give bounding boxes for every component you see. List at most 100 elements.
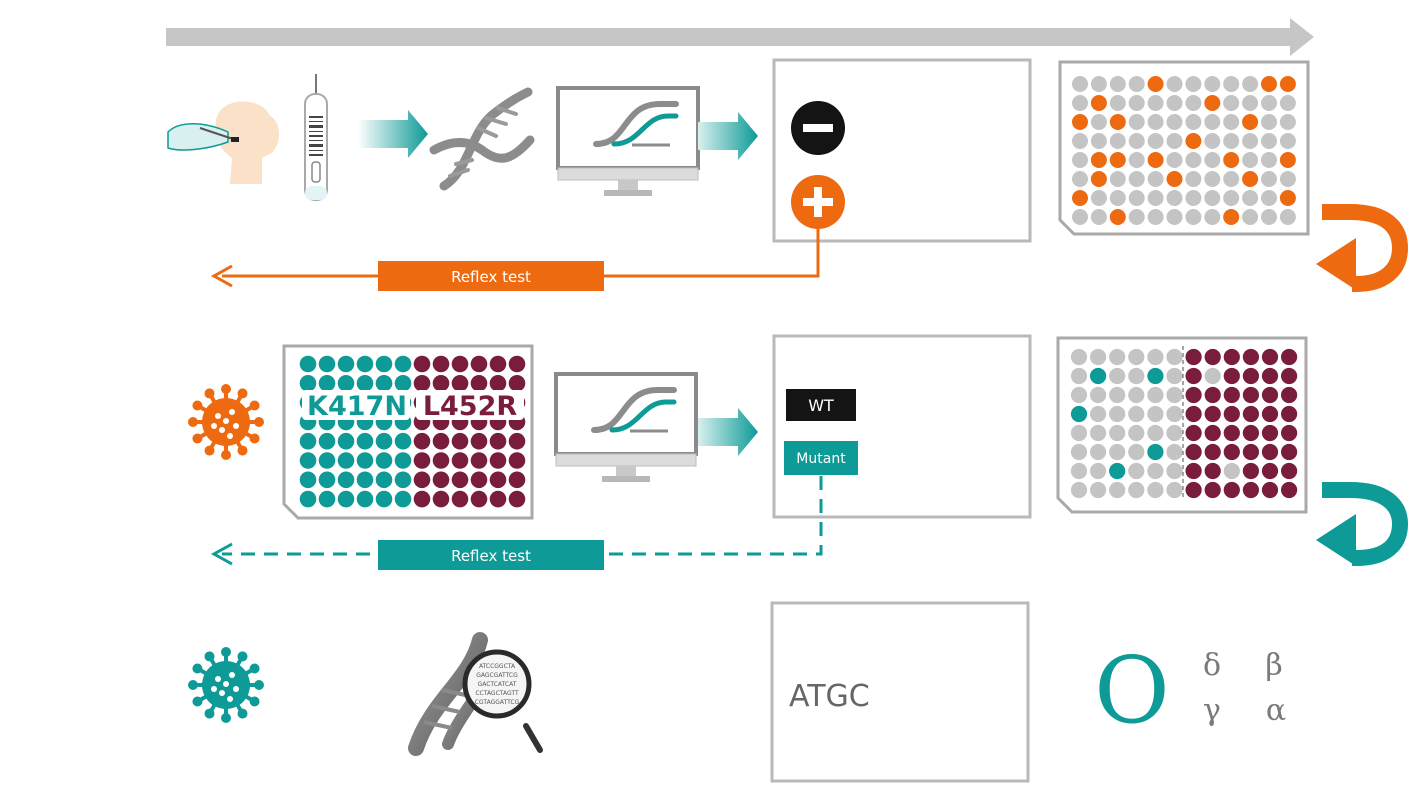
well — [1261, 190, 1277, 206]
well — [413, 375, 431, 392]
well — [1109, 171, 1126, 187]
well — [1279, 171, 1296, 187]
well — [1279, 133, 1296, 149]
wt-label: WT — [808, 396, 834, 415]
well — [1128, 424, 1145, 442]
well — [1166, 171, 1183, 187]
mutant-label: Mutant — [796, 451, 846, 467]
well — [1242, 348, 1259, 366]
well — [1281, 386, 1298, 404]
well — [508, 375, 526, 392]
well — [1261, 209, 1277, 225]
well — [1204, 190, 1221, 206]
well — [1128, 462, 1145, 480]
well-plate-icon — [1058, 60, 1310, 236]
well — [1090, 171, 1107, 187]
well — [1109, 405, 1126, 423]
seq-line: GACTCATCAT — [478, 681, 517, 688]
well — [1242, 481, 1259, 499]
well — [1204, 95, 1221, 111]
virus-spike-tip — [204, 651, 215, 662]
well — [375, 452, 393, 469]
well — [1128, 405, 1145, 423]
well — [1147, 133, 1164, 149]
well — [1223, 76, 1240, 92]
well — [1242, 405, 1259, 423]
reflex-test-label: Reflex test — [451, 268, 531, 286]
well — [1185, 114, 1202, 130]
seq-line: CCTAGCTAGTT — [475, 690, 519, 697]
well — [1128, 386, 1145, 404]
well — [413, 432, 431, 450]
well — [394, 452, 412, 469]
well — [1090, 95, 1107, 111]
well — [1147, 462, 1164, 480]
well — [1128, 481, 1145, 499]
well — [1279, 95, 1296, 111]
well — [432, 471, 450, 489]
well — [1109, 133, 1126, 149]
virus-spike-tip — [221, 384, 231, 394]
well — [1072, 95, 1088, 111]
well — [1204, 171, 1221, 187]
well — [1204, 462, 1221, 480]
well — [375, 490, 393, 508]
well — [394, 375, 412, 392]
well — [394, 355, 412, 373]
well — [1128, 367, 1145, 385]
well — [1223, 405, 1240, 423]
well — [1185, 209, 1202, 225]
virus-spot — [223, 681, 229, 687]
well — [356, 432, 374, 450]
well — [1109, 367, 1126, 385]
return-arrow-icon — [1316, 482, 1409, 566]
well — [1242, 152, 1259, 168]
virus-spot — [227, 696, 233, 702]
seq-line: GAGCGATTCG — [476, 672, 518, 679]
well — [1090, 481, 1107, 499]
well — [1070, 348, 1088, 366]
well — [432, 432, 450, 450]
well — [1223, 424, 1240, 442]
well — [375, 375, 393, 392]
well — [318, 375, 336, 392]
alpha-symbol: α — [1266, 693, 1286, 728]
virus-spike-tip — [192, 433, 203, 444]
well — [1109, 443, 1126, 461]
well — [1242, 114, 1259, 130]
well — [1166, 76, 1183, 92]
well — [1185, 348, 1202, 366]
well — [1109, 462, 1126, 480]
well — [451, 452, 469, 469]
well — [1166, 405, 1183, 423]
well — [1242, 171, 1259, 187]
virus-spike-tip — [192, 663, 203, 674]
well — [1090, 152, 1107, 168]
well — [299, 432, 317, 450]
well — [1261, 405, 1279, 423]
well — [489, 490, 507, 508]
well — [1185, 424, 1202, 442]
well — [1072, 114, 1088, 130]
well — [1261, 95, 1277, 111]
well — [1128, 171, 1145, 187]
virus-spot — [215, 676, 221, 682]
well — [1166, 133, 1183, 149]
well — [1223, 133, 1240, 149]
k417n-label: K417N — [307, 391, 407, 422]
gamma-symbol: γ — [1203, 693, 1221, 728]
well — [1281, 405, 1298, 423]
well — [1128, 348, 1145, 366]
well — [1147, 209, 1164, 225]
well — [1185, 76, 1202, 92]
well — [1070, 405, 1088, 423]
well — [1185, 171, 1202, 187]
well — [1166, 367, 1183, 385]
well — [1185, 152, 1202, 168]
well — [1242, 443, 1259, 461]
well — [375, 471, 393, 489]
well — [1204, 348, 1221, 366]
well — [1147, 190, 1164, 206]
well — [1166, 481, 1183, 499]
well — [1109, 386, 1126, 404]
